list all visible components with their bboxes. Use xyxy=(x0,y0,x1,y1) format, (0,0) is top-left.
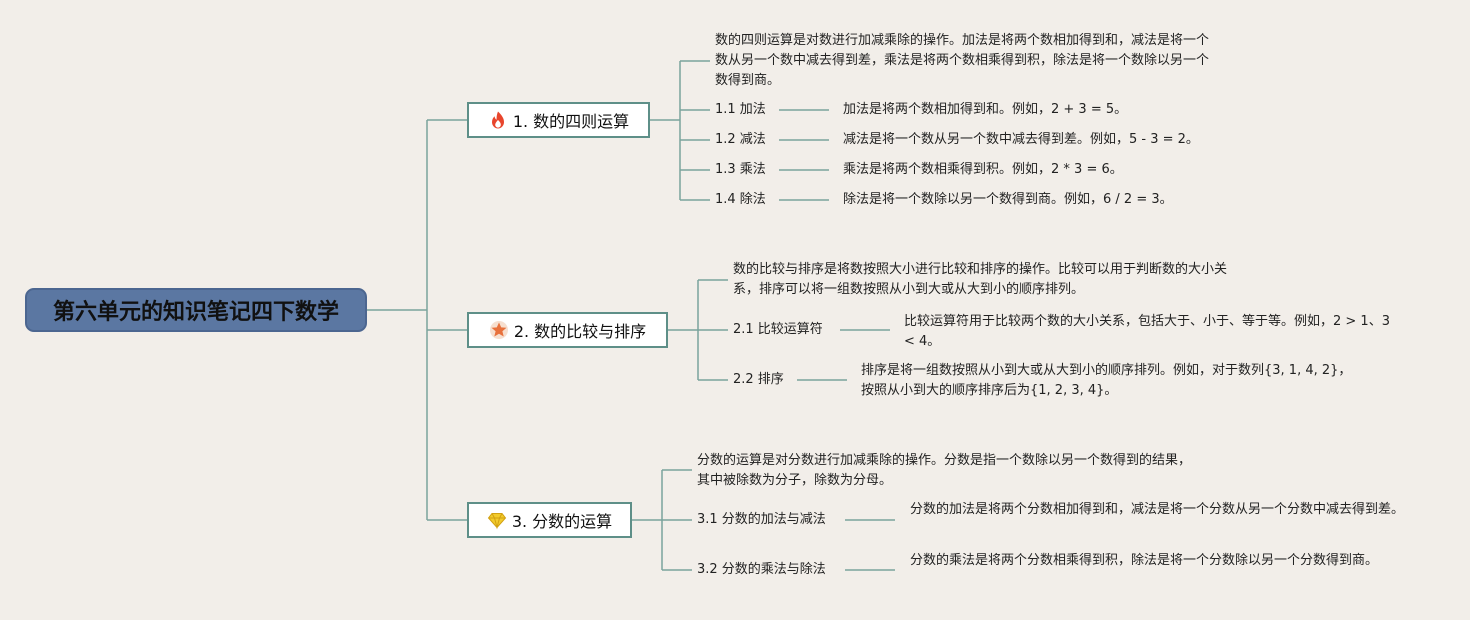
topic-multiplication[interactable]: 1.3 乘法 xyxy=(715,162,766,177)
diamond-icon xyxy=(487,510,507,530)
topic-subtraction[interactable]: 1.2 减法 xyxy=(715,132,766,147)
branch-2-intro: 数的比较与排序是将数按照大小进行比较和排序的操作。比较可以用于判断数的大小关系，… xyxy=(733,262,1228,297)
branch-node-arithmetic[interactable]: 1. 数的四则运算 xyxy=(467,102,650,138)
topic-sorting[interactable]: 2.2 排序 xyxy=(733,372,784,387)
branch-node-comparison[interactable]: 2. 数的比较与排序 xyxy=(467,312,668,348)
topic-addition[interactable]: 1.1 加法 xyxy=(715,102,766,117)
branch-label: 3. 分数的运算 xyxy=(511,512,613,531)
topic-comparison-operators-desc: 比较运算符用于比较两个数的大小关系，包括大于、小于、等于等。例如，2 > 1、3… xyxy=(904,314,1390,349)
topic-fraction-multiply-divide-desc: 分数的乘法是将两个分数相乘得到积，除法是将一个分数除以另一个分数得到商。 xyxy=(910,553,1379,568)
star-icon xyxy=(489,320,509,340)
topic-division[interactable]: 1.4 除法 xyxy=(715,192,766,207)
branch-label: 1. 数的四则运算 xyxy=(512,112,630,131)
root-node[interactable]: 第六单元的知识笔记四下数学 xyxy=(25,288,367,332)
topic-sorting-desc: 排序是将一组数按照从小到大或从大到小的顺序排列。例如，对于数列{3, 1, 4,… xyxy=(861,363,1352,398)
topic-fraction-add-subtract[interactable]: 3.1 分数的加法与减法 xyxy=(697,512,826,527)
root-title: 第六单元的知识笔记四下数学 xyxy=(52,300,339,325)
topic-multiplication-desc: 乘法是将两个数相乘得到积。例如，2 * 3 = 6。 xyxy=(843,162,1123,177)
topic-subtraction-desc: 减法是将一个数从另一个数中减去得到差。例如，5 - 3 = 2。 xyxy=(843,132,1199,147)
topic-comparison-operators[interactable]: 2.1 比较运算符 xyxy=(733,322,823,337)
branch-label: 2. 数的比较与排序 xyxy=(513,322,647,341)
branch-node-fractions[interactable]: 3. 分数的运算 xyxy=(467,502,632,538)
topic-division-desc: 除法是将一个数除以另一个数得到商。例如，6 / 2 = 3。 xyxy=(843,192,1173,207)
fire-icon xyxy=(488,110,508,130)
topic-addition-desc: 加法是将两个数相加得到和。例如，2 + 3 = 5。 xyxy=(843,102,1128,117)
topic-fraction-multiply-divide[interactable]: 3.2 分数的乘法与除法 xyxy=(697,562,826,577)
branch-1-intro: 数的四则运算是对数进行加减乘除的操作。加法是将两个数相加得到和，减法是将一个数从… xyxy=(715,33,1210,88)
topic-fraction-add-subtract-desc: 分数的加法是将两个分数相加得到和，减法是将一个分数从另一个分数中减去得到差。 xyxy=(910,502,1405,517)
branch-3-intro: 分数的运算是对分数进行加减乘除的操作。分数是指一个数除以另一个数得到的结果，其中… xyxy=(697,453,1192,488)
